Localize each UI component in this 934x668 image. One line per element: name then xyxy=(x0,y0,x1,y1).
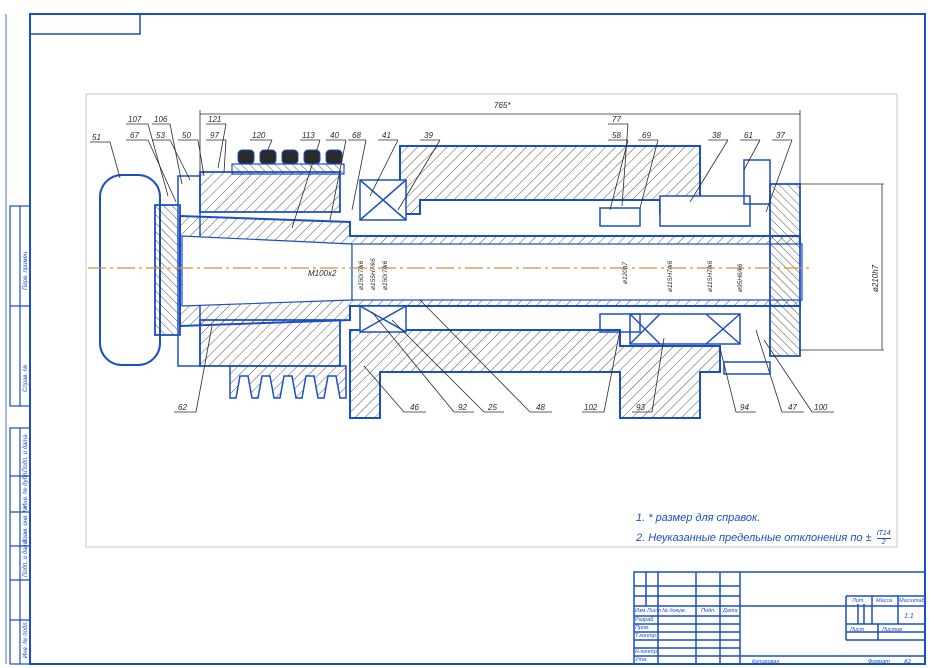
callout-93: 93 xyxy=(636,403,645,412)
callout-40: 40 xyxy=(330,131,339,140)
dim-thread-bore: M100x2 xyxy=(308,269,337,278)
note-2-fraction: IT14 2 xyxy=(876,529,891,547)
dim-diameter-4: ø120h7 xyxy=(622,262,629,284)
dim-overall-length: 765* xyxy=(494,101,511,110)
callout-37: 37 xyxy=(776,131,785,140)
title-block-labels: Изм. Лист № докум. Подп. Дата Разраб. Пр… xyxy=(634,598,926,665)
callout-25: 25 xyxy=(487,403,497,412)
callout-41: 41 xyxy=(382,131,391,140)
dim-diameter-1: ø150r7/k6 xyxy=(358,260,365,290)
tb-izm: Изм. xyxy=(635,608,647,614)
rear-bearing xyxy=(629,195,751,345)
callout-107: 107 xyxy=(128,115,142,124)
callout-39: 39 xyxy=(424,131,433,140)
tb-razrab: Разраб. xyxy=(635,617,655,623)
stamp-podp-data-2: Подп. и дата xyxy=(23,539,29,577)
dim-diameter-5: ø115H7/k6 xyxy=(667,260,674,292)
dim-diameter-3: ø150r7/k6 xyxy=(382,260,389,290)
tb-sheet-label: Лист xyxy=(849,627,865,633)
tb-prov: Пров. xyxy=(635,625,650,631)
callout-121: 121 xyxy=(208,115,221,124)
callout-92: 92 xyxy=(458,403,467,412)
tb-sheets-label: Листов xyxy=(881,627,902,633)
tb-nkontr: Н.контр. xyxy=(635,649,658,655)
stamp-vzam-inv: Взам. инв. № xyxy=(22,505,29,543)
callout-94: 94 xyxy=(740,403,749,412)
fraction-bottom: 2 xyxy=(881,538,886,546)
tb-format-label: Формат xyxy=(868,659,890,665)
callout-67: 67 xyxy=(130,131,139,140)
tb-lit: Лит. xyxy=(851,598,865,604)
callout-46: 46 xyxy=(410,403,419,412)
tb-scale-value: 1:1 xyxy=(904,613,914,620)
callout-106: 106 xyxy=(154,115,168,124)
callout-102: 102 xyxy=(584,403,598,412)
dim-flange-diameter: ø210h7 xyxy=(871,264,880,292)
callout-51: 51 xyxy=(92,133,101,142)
fraction-top: IT14 xyxy=(876,529,891,539)
note-1: 1. * размер для справок. xyxy=(636,512,761,524)
callout-68: 68 xyxy=(352,131,361,140)
side-stamp-labels: Перв. примен. Справ. № Подп. и дата Инв.… xyxy=(22,250,29,658)
tb-utv: Утв. xyxy=(634,657,648,663)
dim-diameter-6: ø115H7/k6 xyxy=(707,260,714,292)
drawing-notes: 1. * размер для справок. 2. Неуказанные … xyxy=(636,508,891,548)
tb-list: Лист xyxy=(646,608,662,614)
callout-38: 38 xyxy=(712,131,721,140)
callout-58: 58 xyxy=(612,131,621,140)
title-block xyxy=(633,571,926,665)
tb-format-value: A3 xyxy=(903,659,912,665)
stamp-inv-podl: Инв. № подл. xyxy=(22,621,29,658)
callout-77: 77 xyxy=(612,115,621,124)
callout-120: 120 xyxy=(252,131,266,140)
stamp-inv-dubl: Инв. № дубл. xyxy=(22,471,29,508)
callout-47: 47 xyxy=(788,403,797,412)
callout-97: 97 xyxy=(210,131,219,140)
dim-diameter-7: ø95H6/k6 xyxy=(737,263,744,292)
callout-53: 53 xyxy=(156,131,165,140)
tb-ndocum: № докум. xyxy=(662,608,686,614)
chuck-body xyxy=(99,174,161,366)
tb-data: Дата xyxy=(722,608,738,614)
tb-podp: Подп. xyxy=(701,608,716,614)
stamp-podp-data-1: Подп. и дата xyxy=(23,434,29,472)
front-bearing xyxy=(359,179,407,333)
view-frame xyxy=(85,93,898,548)
callout-48: 48 xyxy=(536,403,545,412)
note-2-text: 2. Неуказанные предельные отклонения по … xyxy=(636,532,872,544)
tb-massa: Масса xyxy=(876,598,892,604)
callout-62: 62 xyxy=(178,403,187,412)
callout-100: 100 xyxy=(814,403,828,412)
callout-61: 61 xyxy=(744,131,753,140)
stamp-sprav: Справ. № xyxy=(22,364,29,392)
callout-50: 50 xyxy=(182,131,191,140)
callout-69: 69 xyxy=(642,131,651,140)
callout-113: 113 xyxy=(302,131,315,140)
side-stamp xyxy=(9,205,31,665)
tb-tkontr: Т.контр. xyxy=(635,633,657,639)
tb-kopiroval: Копировал xyxy=(752,659,779,665)
dim-diameter-2: ø155H7/k6 xyxy=(370,258,377,290)
note-2: 2. Неуказанные предельные отклонения по … xyxy=(636,528,891,548)
spindle-assembly: ø210h7 765* M100x2 ø150r7/k6 ø155H7/k6 ø… xyxy=(88,101,884,419)
tb-masshtab: Масштаб xyxy=(899,598,926,604)
stamp-perv-primen: Перв. примен. xyxy=(23,250,29,290)
